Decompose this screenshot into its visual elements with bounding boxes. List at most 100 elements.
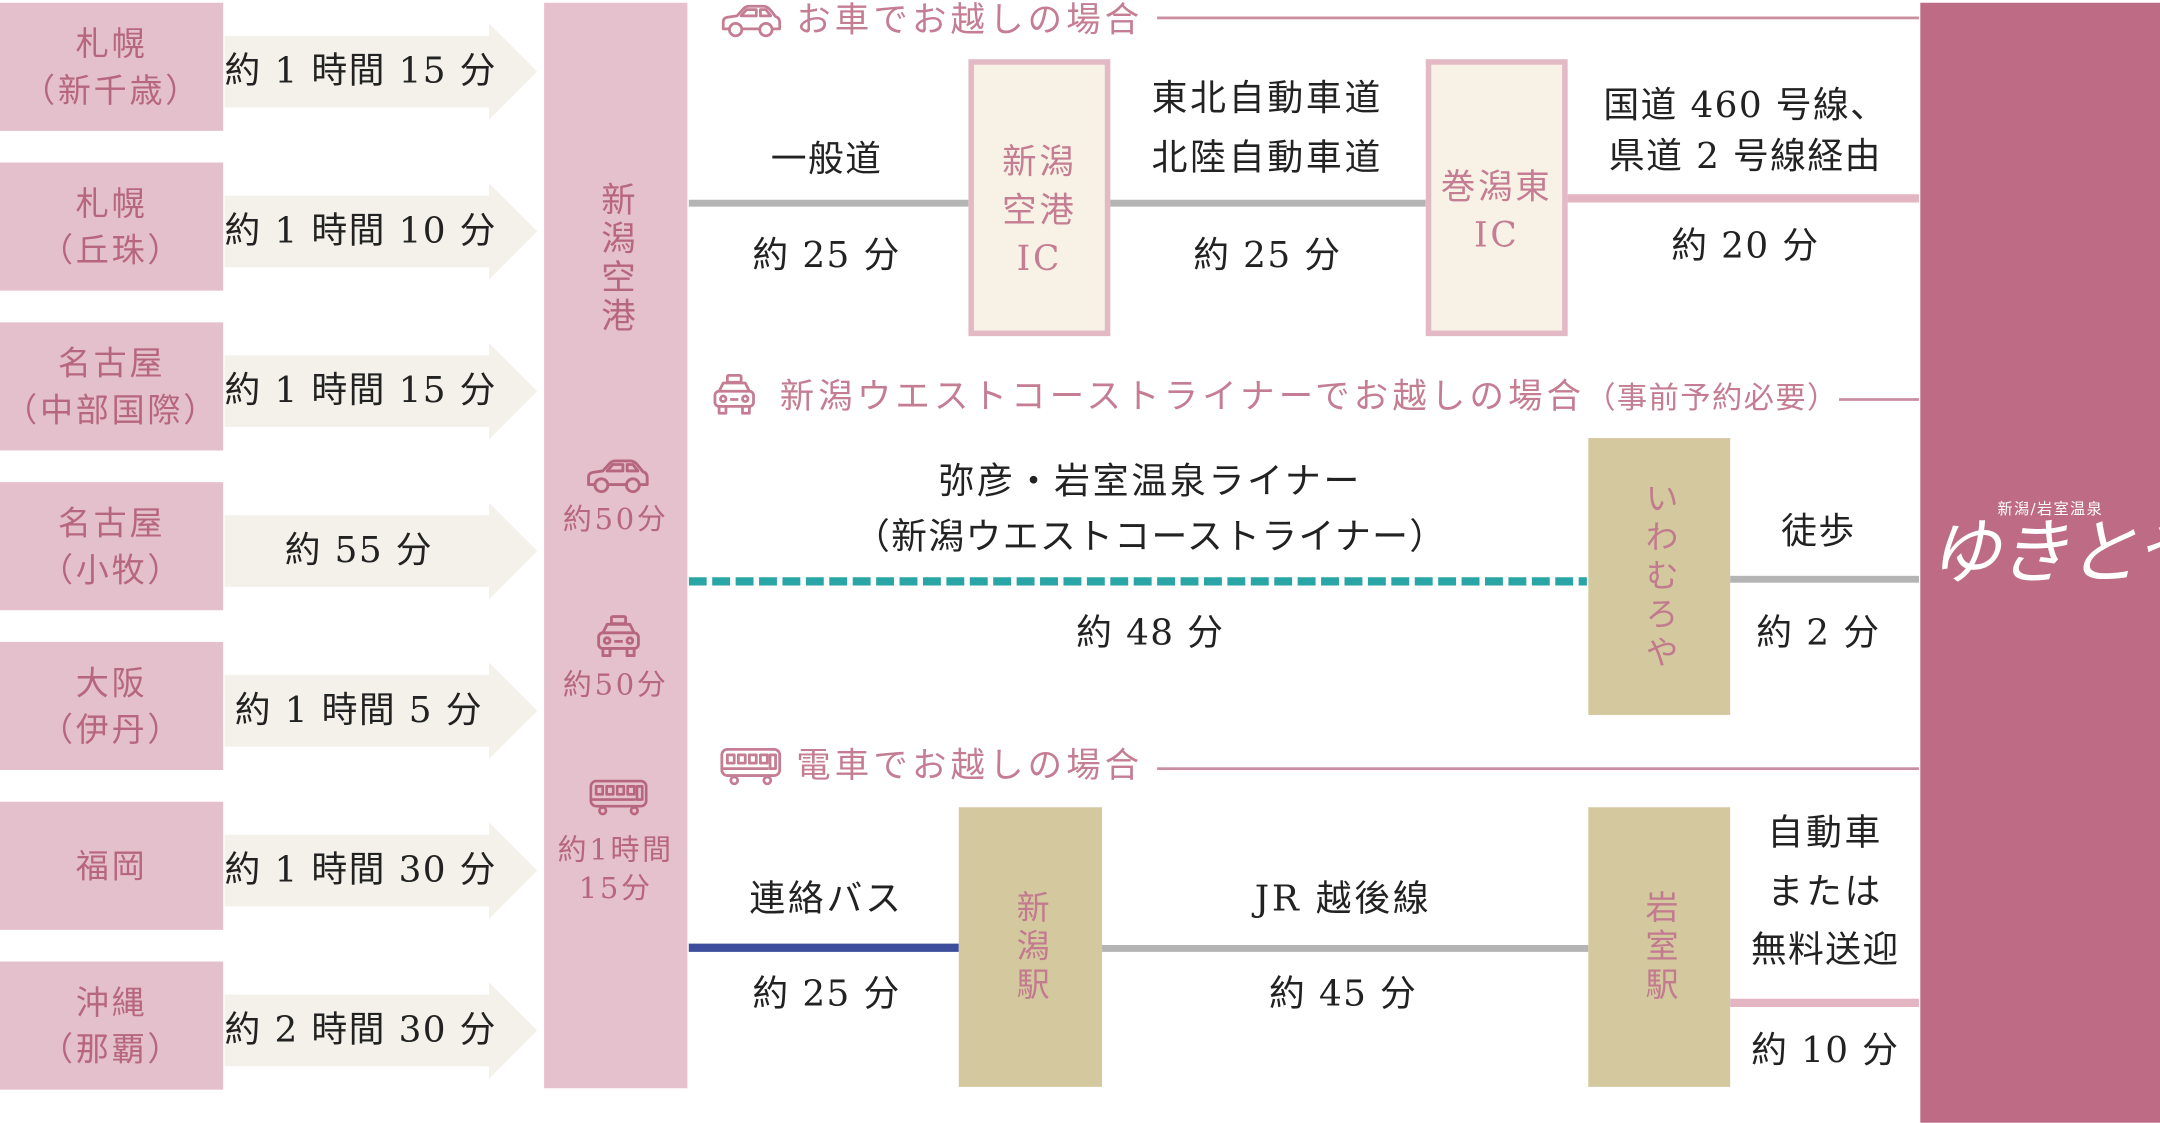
airport-name-box: 新潟空港: [544, 176, 687, 341]
leg-road-label: 東北自動車道: [1151, 78, 1384, 120]
leg-mode-label: 連絡バス: [749, 878, 904, 921]
leg-time-label: 約 25 分: [752, 235, 901, 277]
expressway-line: [1110, 199, 1426, 207]
origin-sapporo-okadama: 札幌 （丘珠）: [0, 162, 224, 291]
car-icon: [719, 3, 782, 39]
walk-line: [1730, 575, 1919, 583]
airport-car-time: 約50分: [562, 502, 669, 536]
niigata-airport-ic-box: 新潟 空港 IC: [968, 59, 1111, 337]
liner-name-label: （新潟ウエストコーストライナー）: [853, 516, 1447, 558]
origin-nagoya-chubu: 名古屋 （中部国際）: [0, 322, 224, 451]
taxi-icon: [594, 614, 644, 659]
origin-city: 名古屋: [57, 503, 166, 543]
flight-arrow: 約 1 時間 5 分: [224, 642, 538, 770]
flight-arrow: 約 1 時間 30 分: [224, 802, 538, 930]
airport-liner-time: 約50分: [562, 668, 669, 702]
ic-label-line: 新潟: [1002, 141, 1077, 182]
origin-sapporo-new-chitose: 札幌 （新千歳）: [0, 2, 224, 131]
ic-label-line: 巻潟東: [1440, 165, 1553, 206]
liner-name-label: 弥彦・岩室温泉ライナー: [938, 461, 1363, 503]
ic-label-line: 空港: [1002, 190, 1077, 231]
ryokan-logo: ゆきとや: [1928, 512, 2160, 596]
flight-arrow: 約 1 時間 15 分: [224, 3, 538, 131]
flight-arrow: 約 1 時間 15 分: [224, 322, 538, 450]
destination-area: 新潟/岩室温泉: [1997, 500, 2104, 518]
airport-name: 新潟空港: [596, 181, 637, 337]
flight-time: 約 2 時間 30 分: [224, 1009, 497, 1052]
leg-road-label: 一般道: [770, 139, 883, 181]
leg-time-label: 約 25 分: [1193, 235, 1342, 277]
leg-road-label: 国道 460 号線、: [1603, 85, 1888, 127]
liner-heading-main: 新潟ウエストコーストライナーでお越しの場合: [779, 376, 1586, 417]
ic-label-line: IC: [1016, 238, 1063, 279]
flight-arrow: 約 55 分: [224, 482, 538, 610]
flight-time: 約 55 分: [284, 530, 433, 572]
liner-route-heading: 新潟ウエストコーストライナーでお越しの場合（事前予約必要）: [780, 376, 1839, 417]
origin-airport: （中部国際）: [4, 390, 220, 430]
origin-airport: （新千歳）: [22, 70, 202, 110]
heading-divider: [1157, 767, 1919, 771]
origin-airport: （小牧）: [39, 550, 184, 589]
national-road-line: [1567, 194, 1919, 203]
leg-time-label: 約 25 分: [752, 973, 901, 1016]
origin-nagoya-komaki: 名古屋 （小牧）: [0, 482, 224, 611]
flight-arrow: 約 2 時間 30 分: [224, 962, 538, 1090]
iwamuroya-stop-box: いわむろや: [1588, 438, 1731, 715]
leg-road-label: 北陸自動車道: [1151, 137, 1384, 180]
train-icon: [588, 777, 649, 817]
makigata-higashi-ic-box: 巻潟東 IC: [1425, 59, 1568, 337]
origin-city: 札幌: [75, 24, 148, 63]
leg-time-label: 約 48 分: [1076, 613, 1225, 655]
origin-city: 大阪: [75, 663, 148, 702]
ic-label-line: IC: [1473, 214, 1520, 255]
reservation-note: （事前予約必要）: [1585, 381, 1839, 417]
origin-fukuoka: 福岡: [0, 801, 224, 930]
stop-label: 新潟駅: [1010, 889, 1050, 1005]
leg-mode-label: JR 越後線: [1254, 878, 1432, 921]
stop-label: 岩室駅: [1639, 889, 1678, 1005]
leg-time-label: 約 10 分: [1751, 1030, 1900, 1072]
leg-time-label: 約 20 分: [1671, 225, 1820, 268]
leg-time-label: 約 2 分: [1756, 613, 1881, 655]
flight-time: 約 1 時間 15 分: [224, 370, 497, 412]
leg-mode-label: または: [1767, 871, 1884, 914]
leg-mode-label: 自動車: [1767, 812, 1884, 855]
jr-echigo-line: [1102, 944, 1589, 952]
destination-box: [1920, 2, 2160, 1123]
heading-divider: [1839, 398, 1919, 401]
niigata-airport-column: [544, 2, 688, 1089]
bus-line: [688, 943, 959, 952]
airport-train-time-line2: 15分: [578, 871, 653, 906]
car-route-heading: お車でお越しの場合: [796, 0, 1144, 40]
shuttle-line: [1730, 998, 1919, 1007]
iwamuro-station-box: 岩室駅: [1588, 807, 1731, 1087]
train-route-heading: 電車でお越しの場合: [796, 745, 1144, 786]
airport-train-time-line1: 約1時間: [557, 833, 674, 867]
origin-airport: （那覇）: [39, 1029, 184, 1069]
car-icon: [584, 457, 650, 494]
local-road-line: [688, 199, 969, 207]
niigata-station-box: 新潟駅: [958, 807, 1103, 1087]
liner-dashed-line: [688, 577, 1587, 586]
origin-osaka-itami: 大阪 （伊丹）: [0, 641, 224, 771]
leg-road-label: 県道 2 号線経由: [1608, 136, 1882, 178]
stop-label: いわむろや: [1639, 480, 1678, 673]
origin-city: 沖縄: [75, 982, 148, 1022]
taxi-icon: [711, 373, 758, 417]
origin-city: 札幌: [75, 183, 148, 223]
leg-mode-label: 徒歩: [1781, 511, 1856, 553]
flight-time: 約 1 時間 30 分: [224, 849, 497, 892]
leg-time-label: 約 45 分: [1268, 973, 1418, 1016]
origin-airport: （伊丹）: [39, 710, 184, 749]
leg-mode-label: 無料送迎: [1750, 929, 1900, 972]
flight-arrow: 約 1 時間 10 分: [224, 163, 538, 291]
origin-city: 名古屋: [57, 343, 166, 383]
train-icon: [719, 747, 782, 786]
origin-airport: （丘珠）: [39, 230, 184, 270]
origin-city: 福岡: [75, 846, 148, 886]
flight-time: 約 1 時間 5 分: [234, 690, 483, 732]
heading-divider: [1157, 16, 1919, 20]
flight-time: 約 1 時間 10 分: [224, 210, 497, 253]
origin-okinawa-naha: 沖縄 （那覇）: [0, 961, 224, 1090]
